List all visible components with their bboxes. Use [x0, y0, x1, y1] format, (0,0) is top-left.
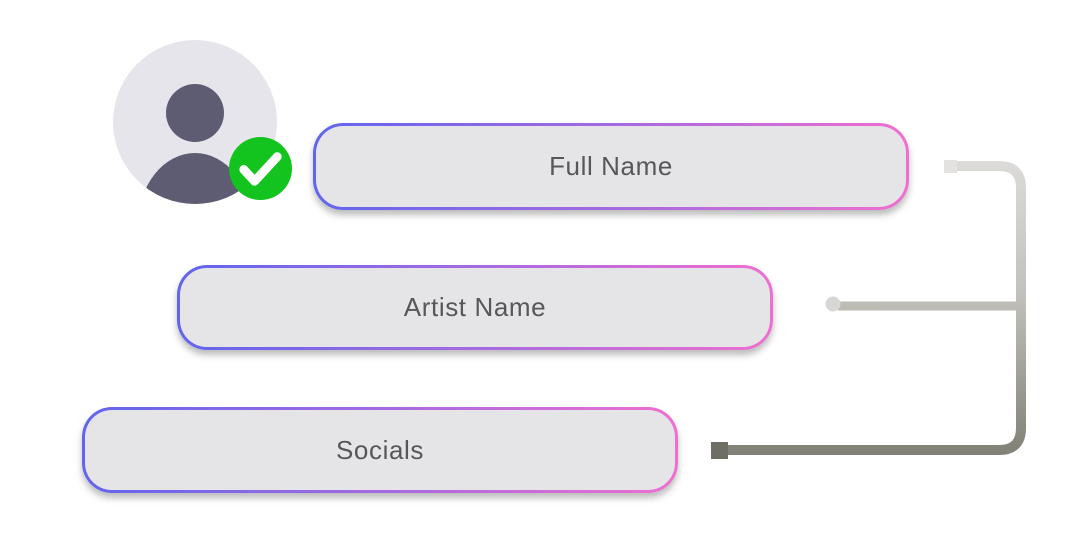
field-socials-surface: Socials [85, 410, 675, 490]
field-full-name-surface: Full Name [316, 126, 906, 207]
field-full-name-label: Full Name [549, 151, 673, 181]
field-socials[interactable]: Socials [82, 407, 678, 493]
trunk-endpoint-square [711, 442, 728, 459]
field-artist-name-surface: Artist Name [180, 268, 770, 347]
branch-endpoint-dot [825, 296, 841, 312]
person-icon [140, 84, 250, 204]
field-socials-label: Socials [335, 434, 424, 465]
checkmark-icon [239, 152, 282, 186]
field-full-name[interactable]: Full Name [313, 123, 909, 210]
verified-badge [229, 137, 292, 200]
trunk-start-cap [944, 160, 957, 173]
field-artist-name[interactable]: Artist Name [177, 265, 773, 350]
field-artist-name-label: Artist Name [403, 292, 547, 322]
